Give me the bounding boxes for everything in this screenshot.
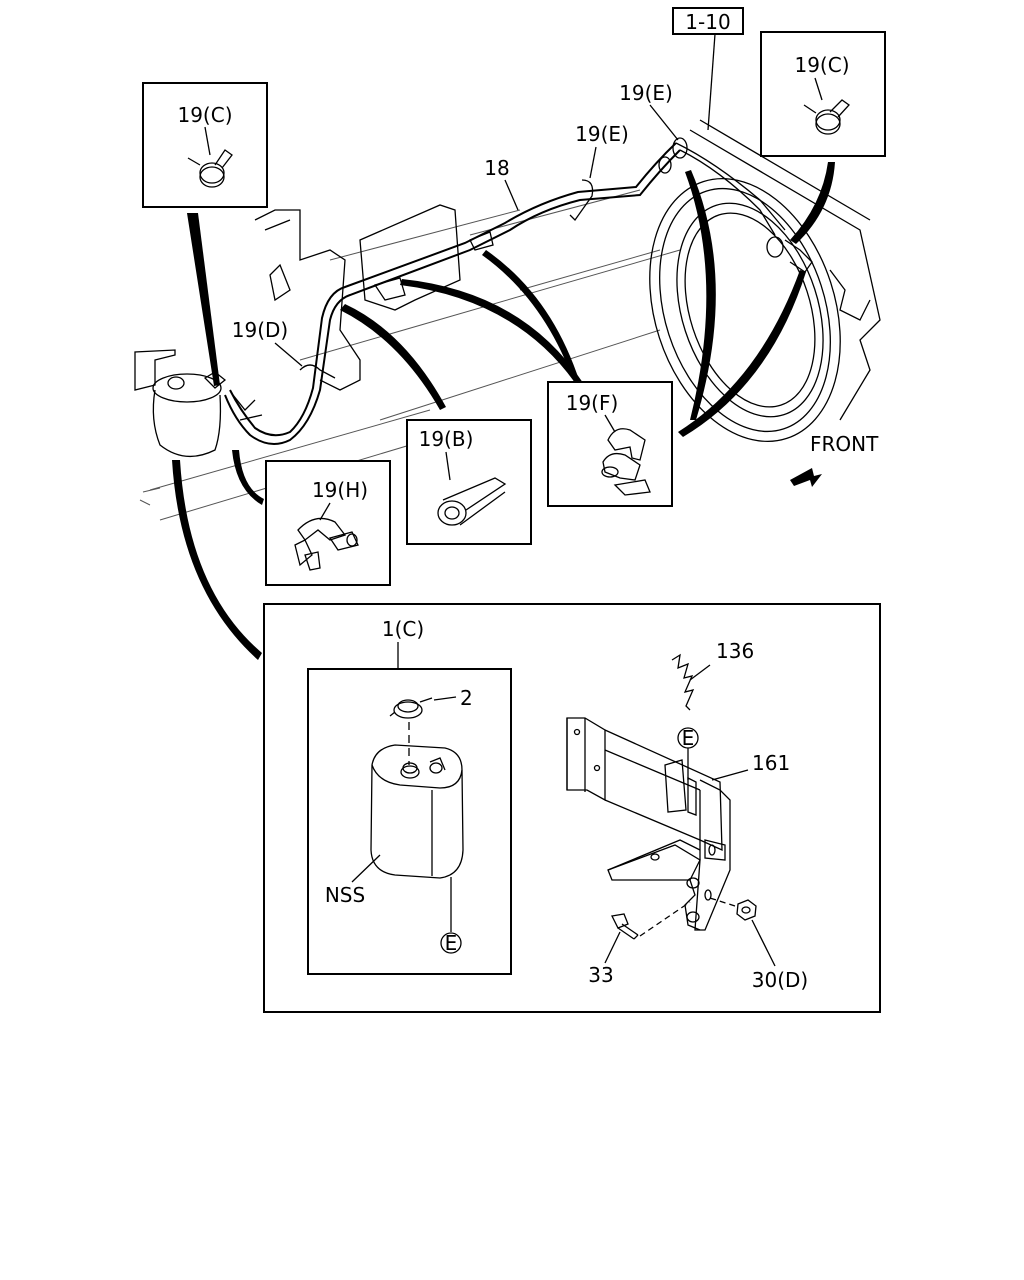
canister-body [370, 744, 464, 879]
wheel-arch [649, 177, 841, 443]
clip-e-upper-label: 19(E) [619, 81, 673, 105]
nss-label: NSS [325, 883, 365, 907]
clip-b-label: 19(B) [419, 427, 474, 451]
bracket-label: 161 [752, 751, 790, 775]
clip-f-icon [601, 428, 651, 496]
clip-c-left-icon [187, 149, 233, 188]
detail-box-clip-h: 19(H) [265, 460, 391, 586]
detail-box-clip-f: 19(F) [547, 381, 673, 507]
clip-h-label: 19(H) [312, 478, 368, 502]
ref-e-bracket-label: E [682, 726, 695, 750]
harness-part: 136 [671, 639, 754, 711]
clip-f-label: 19(F) [566, 391, 619, 415]
nut-part: 30(D) [709, 897, 808, 992]
detail-box-clip-b: 19(B) [406, 419, 532, 545]
cap-part: 2 [389, 686, 473, 765]
clip-c-left-label: 19(C) [177, 103, 232, 127]
upper-callouts: 19(E) 19(E) 18 19(D) [232, 81, 679, 367]
bolt-part: 33 [588, 901, 691, 987]
reference-box-label: 1-10 [685, 10, 730, 34]
callout-wedges [172, 162, 835, 660]
clip-h-icon [294, 517, 359, 571]
detail-box-clip-c-right: 19(C) [760, 31, 886, 157]
bolt-label: 33 [588, 963, 613, 987]
hose-clips [232, 137, 813, 421]
tank-label: 1(C) [382, 617, 424, 641]
clip-c-right-label: 19(C) [794, 53, 849, 77]
clip-b-icon [437, 477, 507, 526]
clip-c-right-icon [803, 99, 850, 135]
detail-panel-canister: 1(C) 2 NSS E [263, 603, 881, 1013]
ref-e-bracket: E [677, 726, 699, 780]
nut-label: 30(D) [752, 968, 808, 992]
clip-e-lower-label: 19(E) [575, 122, 629, 146]
harness-label: 136 [716, 639, 754, 663]
front-label: FRONT [810, 432, 879, 456]
reference-box: 1-10 [672, 7, 744, 131]
clip-d-label: 19(D) [232, 318, 288, 342]
ref-e-tank: E [440, 877, 462, 955]
ref-e-tank-label: E [445, 931, 458, 955]
cap-label: 2 [460, 686, 473, 710]
hose-label: 18 [484, 156, 509, 180]
detail-box-clip-c-left: 19(C) [142, 82, 268, 208]
canister-installed [134, 349, 227, 457]
canister-box [307, 668, 512, 975]
